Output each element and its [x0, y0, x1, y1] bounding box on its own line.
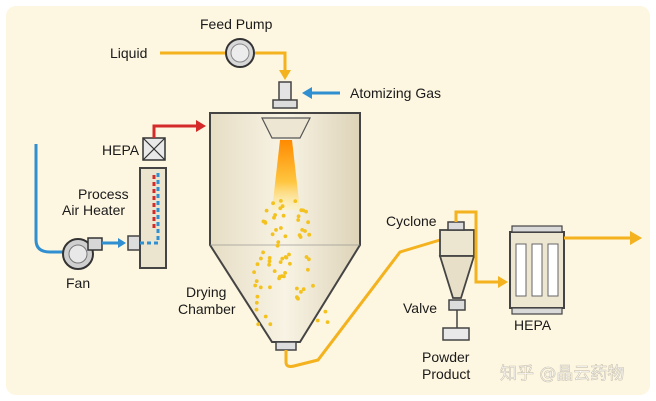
- powder-particle: [278, 206, 283, 211]
- powder-particle: [267, 262, 271, 267]
- powder-particle: [258, 285, 263, 290]
- powder-particle: [315, 318, 320, 323]
- powder-particle: [259, 256, 263, 261]
- powder-particle: [267, 259, 272, 264]
- powder-particle: [274, 228, 278, 232]
- hepa-filter-right: [509, 225, 565, 315]
- valve-label: Valve: [403, 300, 437, 316]
- liquid-label: Liquid: [110, 45, 147, 61]
- powder-particle: [306, 267, 310, 272]
- powder-particle: [296, 218, 301, 222]
- powder-particle: [252, 270, 256, 274]
- process-air-heater: [127, 167, 167, 269]
- feed-pump: [225, 38, 255, 68]
- powder-particle: [255, 262, 260, 267]
- powder-particle: [299, 290, 303, 294]
- powder-particle: [271, 201, 275, 206]
- powder-particle: [301, 287, 306, 292]
- powder-particle: [272, 269, 277, 273]
- cyclone-to-hepa-line: [454, 210, 508, 288]
- air-heater-label: Air Heater: [62, 202, 125, 218]
- powder-particle: [278, 260, 283, 264]
- powder-particle: [255, 294, 260, 299]
- watermark: 知乎 @晶云药物: [500, 364, 624, 384]
- powder-particle: [280, 256, 285, 261]
- powder-particle: [254, 307, 259, 312]
- hepa-right-label: HEPA: [514, 317, 552, 333]
- powder-particle: [282, 274, 286, 279]
- powder-particle: [254, 279, 259, 283]
- hot-air-line: [152, 120, 206, 138]
- powder-particle: [281, 213, 286, 218]
- powder-particle: [283, 271, 287, 275]
- powder-particle: [261, 250, 265, 255]
- powder-particle: [304, 209, 308, 214]
- fan-label: Fan: [66, 275, 90, 291]
- chamber-label: Chamber: [178, 301, 236, 317]
- powder-particle: [264, 208, 269, 213]
- powder-particle: [297, 233, 302, 238]
- powder-particle: [295, 295, 299, 300]
- atomizer-nozzle: [272, 81, 298, 109]
- powder-particle: [270, 232, 275, 237]
- powder-label: Powder: [422, 349, 470, 365]
- drying-label: Drying: [186, 284, 226, 300]
- fan: [62, 237, 103, 270]
- hepa-left-label: HEPA: [102, 142, 140, 158]
- product-label: Product: [422, 366, 470, 382]
- powder-particle: [311, 283, 315, 288]
- powder-product-container: [442, 327, 470, 341]
- powder-particle: [288, 261, 292, 266]
- powder-particle: [254, 300, 259, 305]
- powder-particle: [275, 243, 280, 248]
- powder-particle: [279, 226, 283, 230]
- powder-particle: [295, 286, 299, 291]
- powder-particle: [272, 215, 276, 220]
- powder-particle: [263, 314, 268, 319]
- powder-particle: [279, 199, 283, 203]
- powder-particle: [267, 256, 272, 260]
- drying-chamber: [209, 112, 361, 351]
- hepa-filter-left: [142, 137, 166, 161]
- powder-particle: [283, 255, 288, 259]
- powder-particle: [277, 276, 281, 281]
- powder-particle: [296, 214, 301, 219]
- spray-cone: [272, 140, 300, 210]
- rotary-valve: [448, 299, 466, 328]
- powder-particle: [253, 283, 258, 288]
- powder-particle: [256, 322, 261, 327]
- powder-particle: [276, 240, 281, 245]
- powder-particle: [268, 285, 272, 290]
- powder-particle: [325, 320, 330, 324]
- exhaust-line: [564, 231, 642, 245]
- powder-particles: [252, 199, 330, 327]
- air-intake-line: [34, 144, 64, 254]
- cyclone-label: Cyclone: [386, 213, 437, 229]
- powder-particle: [300, 228, 305, 232]
- product-transfer-line: [284, 238, 441, 368]
- liquid-feed-line: [160, 51, 291, 80]
- atomizing-gas-label: Atomizing Gas: [350, 85, 441, 101]
- powder-particle: [261, 219, 266, 224]
- process-label: Process: [78, 186, 129, 202]
- fan-to-heater-line: [102, 238, 126, 248]
- powder-particle: [283, 234, 288, 239]
- feed-pump-label: Feed Pump: [200, 16, 273, 32]
- powder-particle: [306, 220, 310, 225]
- atomizing-gas-arrow: [302, 87, 340, 99]
- powder-particle: [293, 199, 298, 204]
- powder-particle: [304, 255, 309, 259]
- powder-particle: [268, 322, 273, 327]
- powder-particle: [307, 232, 312, 237]
- powder-particle: [323, 309, 328, 314]
- powder-particle: [301, 208, 306, 213]
- powder-particle: [307, 257, 311, 262]
- powder-particle: [287, 252, 291, 257]
